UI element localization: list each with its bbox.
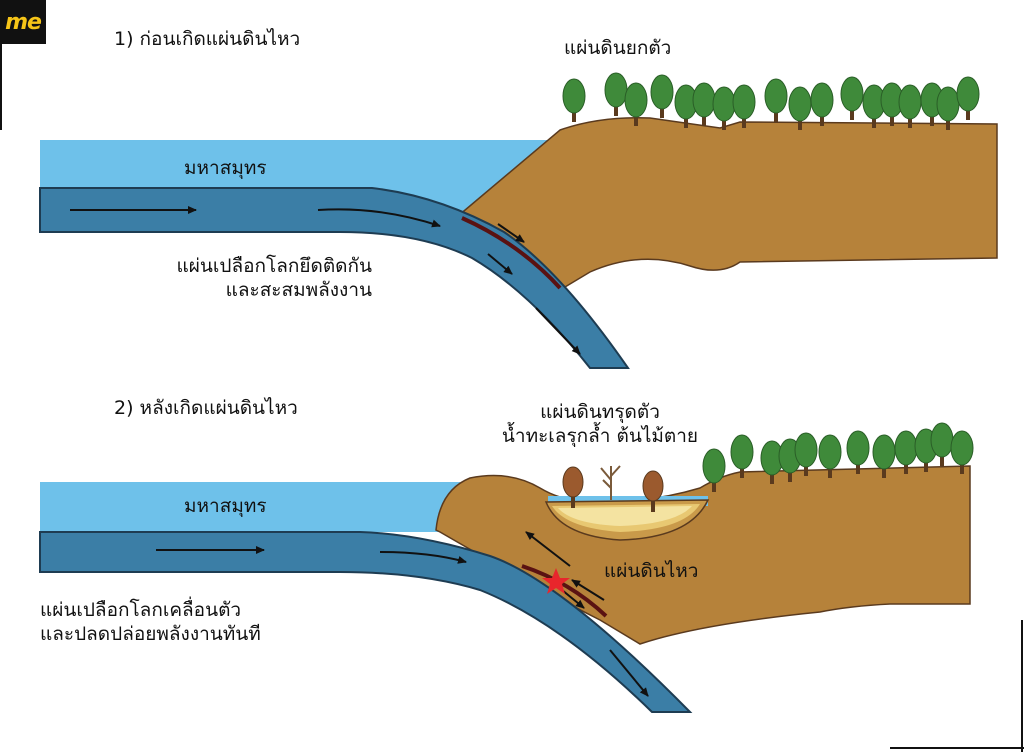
panel2-title: 2) หลังเกิดแผ่นดินไหว (114, 397, 298, 419)
arrow-2c (525, 531, 571, 567)
dead-trees-2 (562, 465, 664, 513)
land-1 (456, 117, 998, 291)
plate-label-2-line1: แผ่นเปลือกโลกเคลื่อนตัว (40, 599, 242, 621)
arrow-2b (379, 551, 467, 564)
plate-label-1-line2: และสะสมพลังงาน (225, 279, 372, 301)
arrow-1d (487, 253, 513, 275)
epicenter-star-icon (542, 568, 570, 594)
plate-label-1-line1: แผ่นเปลือกโลกยึดติดกัน (176, 255, 372, 277)
ocean-label-2: มหาสมุทร (184, 495, 267, 517)
plate-label-2-line2: และปลดปล่อยพลังงานทันที (40, 623, 261, 645)
sediment-inner (558, 506, 692, 526)
arrow-2e (561, 589, 585, 609)
subsidence-label-line1: แผ่นดินทรุดตัว (540, 401, 660, 423)
brand-logo: me (0, 0, 46, 44)
panel-before (39, 72, 998, 369)
plate-label-2: แผ่นเปลือกโลกเคลื่อนตัว และปลดปล่อยพลังง… (40, 598, 261, 646)
arrow-2f (609, 649, 649, 697)
arrow-1b (317, 208, 441, 228)
panel1-title: 1) ก่อนเกิดแผ่นดินไหว (114, 28, 301, 50)
earthquake-label: แผ่นดินไหว (604, 560, 699, 582)
logo-text: me (5, 9, 42, 35)
land-2 (435, 465, 971, 645)
ocean-2 (40, 482, 460, 532)
rupture-zone-2 (521, 564, 608, 618)
locked-zone-1 (461, 216, 562, 290)
plate-1 (39, 187, 630, 369)
land-uplift-label: แผ่นดินยกตัว (564, 37, 672, 59)
subsidence-label: แผ่นดินทรุดตัว น้ำทะเลรุกล้ำ ต้นไม้ตาย (468, 400, 732, 448)
subsidence-label-line2: น้ำทะเลรุกล้ำ ต้นไม้ตาย (501, 425, 699, 447)
arrow-1c (497, 223, 525, 243)
plate-2 (39, 531, 693, 713)
arrow-1e (535, 307, 581, 355)
ocean-label-1: มหาสมุทร (184, 157, 267, 179)
panel-after (39, 422, 974, 713)
plate-label-1: แผ่นเปลือกโลกยึดติดกัน และสะสมพลังงาน (120, 254, 372, 302)
bare-tree (600, 465, 621, 500)
arrow-2d (571, 579, 605, 601)
